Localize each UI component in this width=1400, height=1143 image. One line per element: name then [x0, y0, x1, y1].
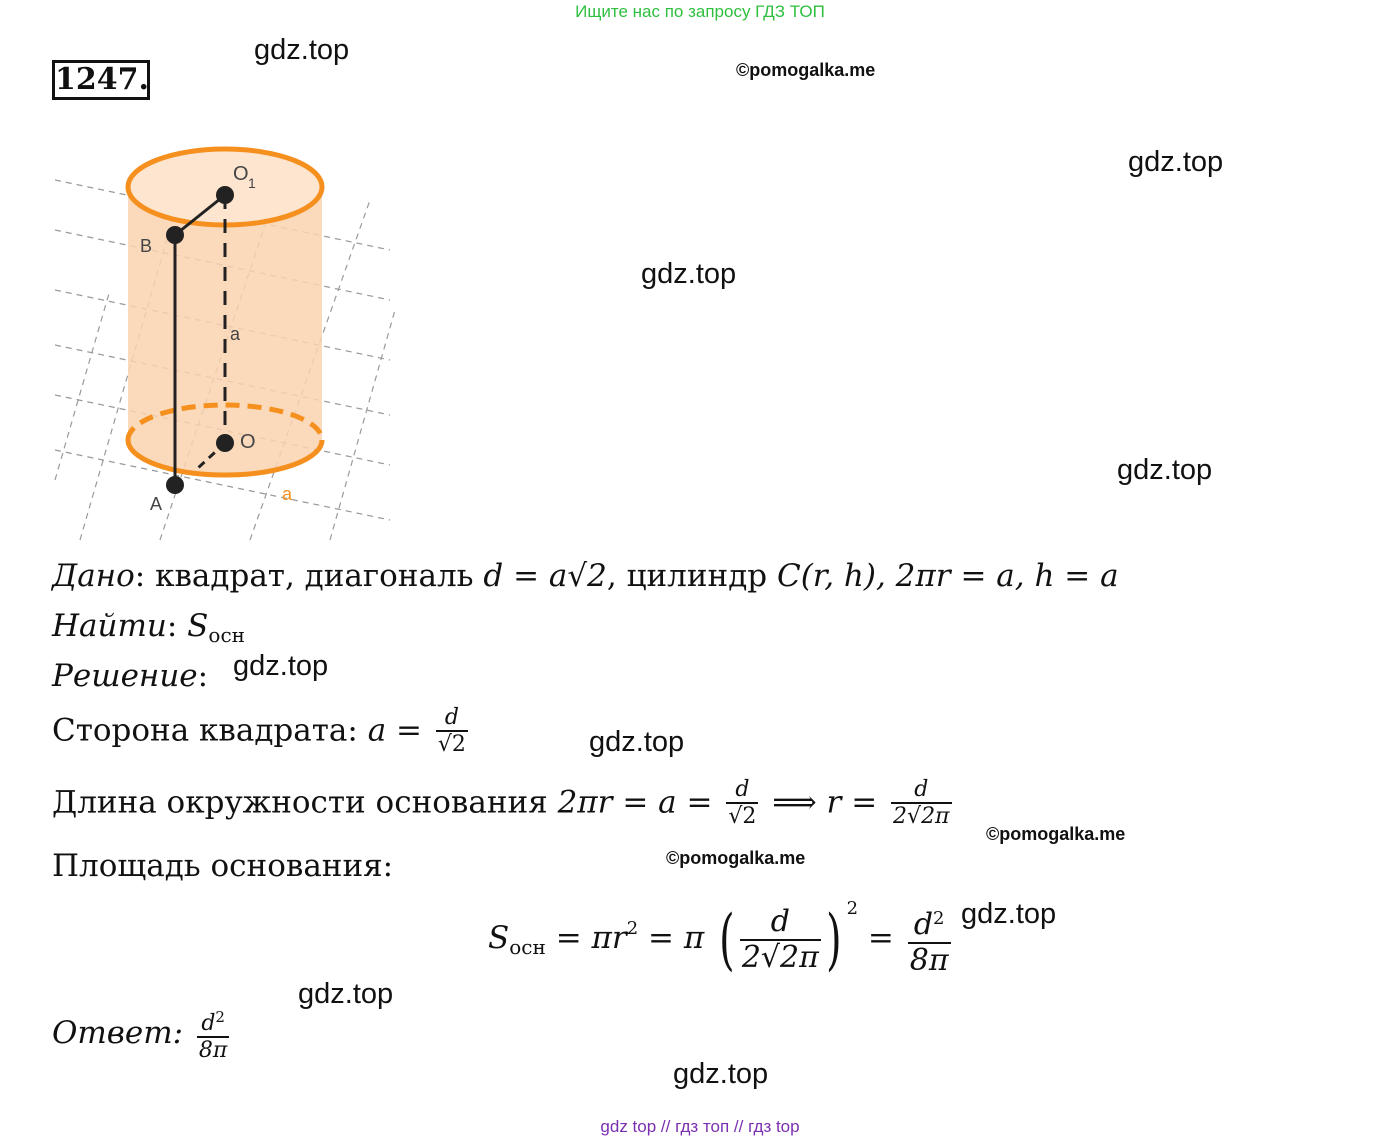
watermark-gdz: gdz.top: [298, 978, 394, 1010]
side-den: √2: [435, 730, 468, 757]
area-eq2: = π: [648, 920, 705, 956]
area-eq1: = πr: [555, 920, 627, 956]
area-result-den: 8π: [907, 941, 951, 978]
side-lhs: a =: [367, 712, 423, 749]
area-sub: осн: [509, 935, 546, 959]
circ-arrow: ⟹ r =: [772, 784, 878, 821]
watermark-gdz: gdz.top: [233, 650, 329, 682]
find-line: Найти: Sосн: [52, 608, 245, 647]
watermark-pomogalka: ©pomogalka.me: [736, 60, 876, 80]
cylinder-figure: O 1 B a O A a: [54, 146, 396, 541]
side-text: Сторона квадрата:: [52, 712, 368, 749]
left-paren: (: [719, 900, 735, 978]
answer-fraction: d2 8π: [196, 1005, 230, 1064]
circ-fraction2: d 2√2π: [891, 777, 952, 830]
given-label: Дано: [52, 558, 135, 594]
label-o1: O: [233, 163, 249, 185]
top-banner[interactable]: Ищите нас по запросу ГДЗ ТОП: [575, 2, 825, 21]
side-fraction: d √2: [435, 705, 468, 758]
circ-lhs: 2πr = a =: [557, 784, 713, 821]
solution-line: Решение:: [52, 658, 208, 694]
answer-num: d2: [201, 1008, 225, 1036]
area-pow: 2: [846, 898, 859, 919]
area-s: S: [488, 920, 510, 956]
find-sub: осн: [208, 623, 245, 647]
right-paren: ): [826, 900, 842, 978]
given-formula2: C(r, h), 2πr = a, h = a: [776, 558, 1119, 594]
answer-den: 8π: [196, 1036, 230, 1063]
label-o1-sub: 1: [248, 175, 256, 191]
watermark-pomogalka: ©pomogalka.me: [986, 824, 1126, 844]
answer-label: Ответ:: [52, 1015, 184, 1051]
watermark-gdz: gdz.top: [641, 258, 737, 290]
solution-label: Решение: [52, 658, 198, 694]
watermark-gdz: gdz.top: [589, 726, 685, 758]
answer-line: Ответ: d2 8π: [52, 1005, 233, 1064]
watermark-gdz: gdz.top: [1128, 146, 1224, 178]
area-sq: 2: [626, 918, 639, 939]
circ-fraction1: d √2: [726, 777, 759, 830]
area-result-num: d2: [913, 906, 945, 942]
circ-num1: d: [735, 777, 750, 802]
watermark-gdz: gdz.top: [1117, 454, 1213, 486]
segment-bo1: [174, 193, 226, 237]
watermark-gdz: gdz.top: [961, 898, 1057, 930]
area-num: d: [770, 903, 790, 939]
point-o1: [216, 186, 234, 204]
find-s: S: [187, 608, 209, 644]
label-o: O: [240, 431, 256, 453]
label-b: B: [140, 236, 152, 256]
point-b: [166, 226, 184, 244]
bottom-ellipse-front: [125, 439, 325, 478]
watermark-pomogalka: ©pomogalka.me: [666, 848, 806, 868]
point-a: [166, 476, 184, 494]
area-eq3: =: [867, 920, 894, 956]
label-a-point: A: [150, 494, 162, 514]
given-text1: : квадрат, диагональ: [134, 558, 484, 594]
circ-num2: d: [914, 777, 929, 802]
watermark-gdz: gdz.top: [254, 34, 350, 66]
find-colon: :: [166, 608, 188, 644]
circ-den2: 2√2π: [891, 802, 952, 829]
given-formula1: d = a√2: [483, 558, 607, 594]
side-num: d: [444, 705, 459, 730]
watermark-gdz: gdz.top: [673, 1058, 769, 1090]
label-a-base: a: [282, 484, 293, 504]
solution-colon: :: [197, 658, 209, 694]
area-result-fraction: d2 8π: [907, 902, 951, 978]
problem-number: 1247.: [52, 60, 150, 100]
footer-links[interactable]: gdz top // гдз топ // гдз top: [600, 1117, 800, 1136]
side-line: Сторона квадрата: a = d √2: [52, 706, 472, 758]
find-label: Найти: [52, 608, 167, 644]
area-label: Площадь основания:: [52, 848, 394, 884]
bottom-ellipse-back: [125, 402, 325, 441]
circ-text: Длина окружности основания: [52, 784, 558, 821]
area-den: 2√2π: [739, 938, 821, 975]
circ-den1: √2: [726, 802, 759, 829]
given-line: Дано: квадрат, диагональ d = a√2, цилинд…: [52, 558, 1119, 594]
point-o: [216, 434, 234, 452]
given-text2: , цилиндр: [606, 558, 777, 594]
circumference-line: Длина окружности основания 2πr = a = d √…: [52, 778, 956, 830]
label-a-height: a: [230, 324, 241, 344]
